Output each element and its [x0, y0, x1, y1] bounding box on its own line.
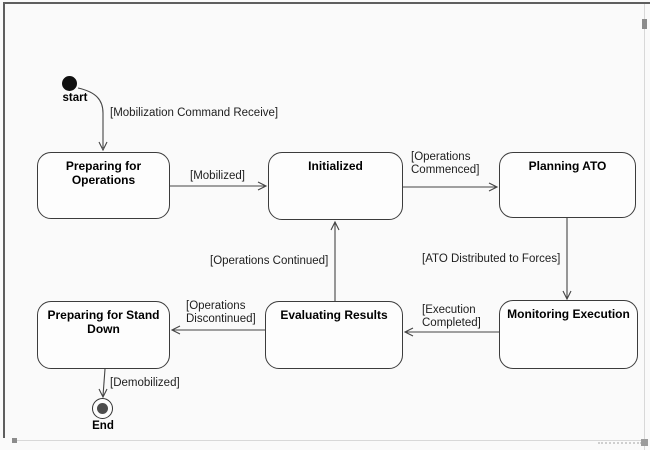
- arrowhead-left-icon: [170, 325, 181, 335]
- transition-label-mobilization-command-receive[interactable]: [Mobilization Command Receive]: [110, 107, 279, 119]
- arrowhead-down-icon: [98, 388, 108, 399]
- transition-line-preparing-stand-down-to-end[interactable]: [102, 368, 106, 397]
- state-label: Preparing for Stand Down: [47, 308, 160, 336]
- canvas-left-border: [3, 2, 5, 438]
- state-monitoring-execution[interactable]: Monitoring Execution: [499, 300, 638, 369]
- transition-label-operations-continued[interactable]: [Operations Continued]: [210, 255, 329, 267]
- vertical-scrollbar-thumb[interactable]: [642, 19, 647, 29]
- transition-label-mobilized[interactable]: [Mobilized]: [190, 170, 245, 182]
- state-preparing-for-operations[interactable]: Preparing for Operations: [37, 152, 170, 219]
- state-preparing-for-stand-down[interactable]: Preparing for Stand Down: [37, 301, 170, 369]
- initial-state-icon[interactable]: [62, 76, 77, 91]
- vertical-scrollbar-track[interactable]: [644, 4, 645, 450]
- state-label: Evaluating Results: [280, 308, 388, 322]
- transition-line-start-to-preparing-operations[interactable]: [77, 87, 104, 148]
- state-label: Planning ATO: [528, 159, 607, 173]
- arrowhead-down-icon: [98, 141, 108, 152]
- initial-state-label: start: [62, 92, 88, 104]
- horizontal-scrollbar-track[interactable]: [12, 440, 644, 441]
- arrowhead-up-icon: [330, 220, 340, 231]
- state-label: Preparing for Operations: [65, 159, 142, 187]
- transition-label-ato-distributed-to-forces[interactable]: [ATO Distributed to Forces]: [422, 253, 561, 265]
- state-planning-ato[interactable]: Planning ATO: [499, 152, 636, 218]
- scrollbar-corner: [641, 439, 648, 446]
- transition-label-operations-discontinued[interactable]: [Operations Discontinued]: [186, 300, 256, 325]
- state-initialized[interactable]: Initialized: [268, 152, 403, 220]
- state-label: Monitoring Execution: [507, 307, 630, 321]
- canvas-top-border: [3, 2, 650, 4]
- scrollbar-dotted-segment: [598, 442, 642, 444]
- transition-label-execution-completed[interactable]: [Execution Completed]: [422, 304, 481, 329]
- arrowhead-right-icon: [488, 182, 499, 192]
- arrowhead-right-icon: [257, 181, 268, 191]
- state-label: Initialized: [308, 159, 363, 173]
- state-evaluating-results[interactable]: Evaluating Results: [265, 301, 403, 369]
- transition-label-operations-commenced[interactable]: [Operations Commenced]: [411, 151, 480, 176]
- transition-label-demobilized[interactable]: [Demobilized]: [110, 377, 180, 389]
- final-state-icon[interactable]: [92, 398, 113, 419]
- arrowhead-left-icon: [403, 327, 414, 337]
- horizontal-scrollbar-thumb[interactable]: [12, 438, 17, 443]
- final-state-label: End: [92, 420, 114, 432]
- arrowhead-down-icon: [562, 290, 572, 301]
- final-state-inner-dot: [97, 403, 108, 414]
